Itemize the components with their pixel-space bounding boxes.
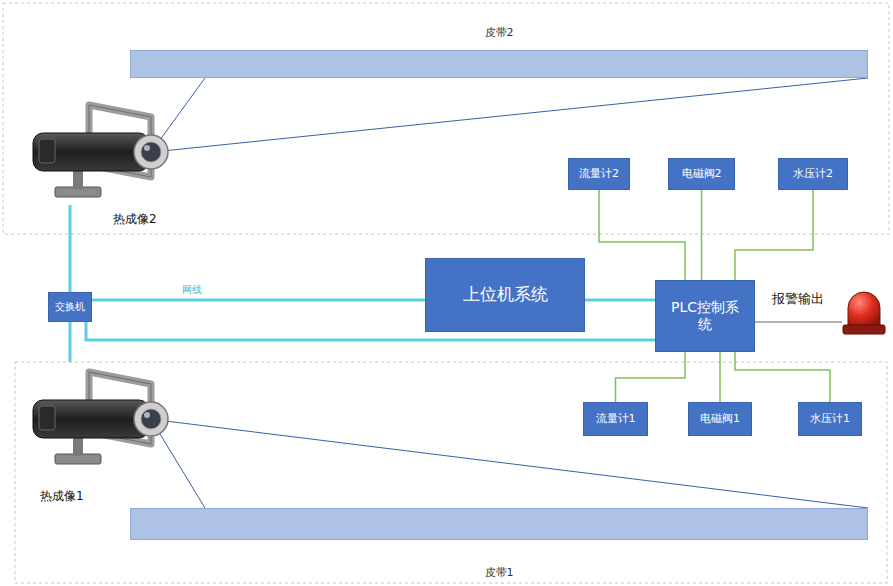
device-box: 水压计1 [798, 402, 862, 436]
conveyor-belt: 皮带2 [130, 50, 868, 78]
connector [616, 352, 686, 402]
thermal-camera: 热成像1 [25, 362, 175, 472]
connector [719, 352, 721, 402]
thermal-camera: 热成像2 [25, 95, 175, 205]
device-box: 电磁阀2 [668, 158, 735, 190]
part-label: 报警输出 [772, 290, 824, 308]
box-label: PLC控制系统 [670, 299, 740, 334]
connector [599, 190, 685, 280]
device-box: PLC控制系统 [655, 280, 755, 352]
connector [69, 322, 72, 362]
part-label: 热成像2 [113, 211, 157, 228]
device-box: 上位机系统 [425, 258, 585, 332]
alarm-light: 报警输出 [772, 284, 890, 338]
connector [151, 78, 868, 152]
connector [585, 299, 655, 302]
device-box: 交换机 [48, 292, 92, 322]
box-label: 流量计1 [596, 412, 636, 426]
box-label: 上位机系统 [463, 284, 548, 305]
part-label: 热成像1 [40, 488, 84, 505]
box-label: 水压计1 [810, 412, 850, 426]
top-region [3, 3, 889, 234]
connector [755, 321, 842, 323]
box-label: 流量计2 [579, 167, 619, 181]
box-label: 电磁阀1 [700, 412, 740, 426]
thermal-camera-drawing [25, 95, 175, 205]
cable-label: 网线 [180, 283, 204, 297]
device-box: 水压计2 [778, 158, 848, 190]
connector [735, 190, 813, 280]
conveyor-belt: 皮带1 [130, 508, 868, 540]
bottom-region [15, 362, 887, 583]
connector [69, 205, 72, 292]
device-box: 电磁阀1 [688, 402, 752, 436]
part-label: 皮带2 [131, 25, 867, 40]
connector [92, 299, 425, 302]
box-label: 电磁阀2 [682, 167, 722, 181]
connector [151, 419, 868, 508]
alarm-light-drawing [840, 286, 888, 336]
thermal-camera-drawing [25, 362, 175, 472]
box-label: 水压计2 [793, 167, 833, 181]
box-label: 交换机 [55, 301, 85, 314]
part-label: 皮带1 [131, 565, 867, 580]
connector [701, 190, 703, 280]
connector [735, 352, 830, 402]
device-box: 流量计2 [568, 158, 630, 190]
device-box: 流量计1 [583, 402, 648, 436]
